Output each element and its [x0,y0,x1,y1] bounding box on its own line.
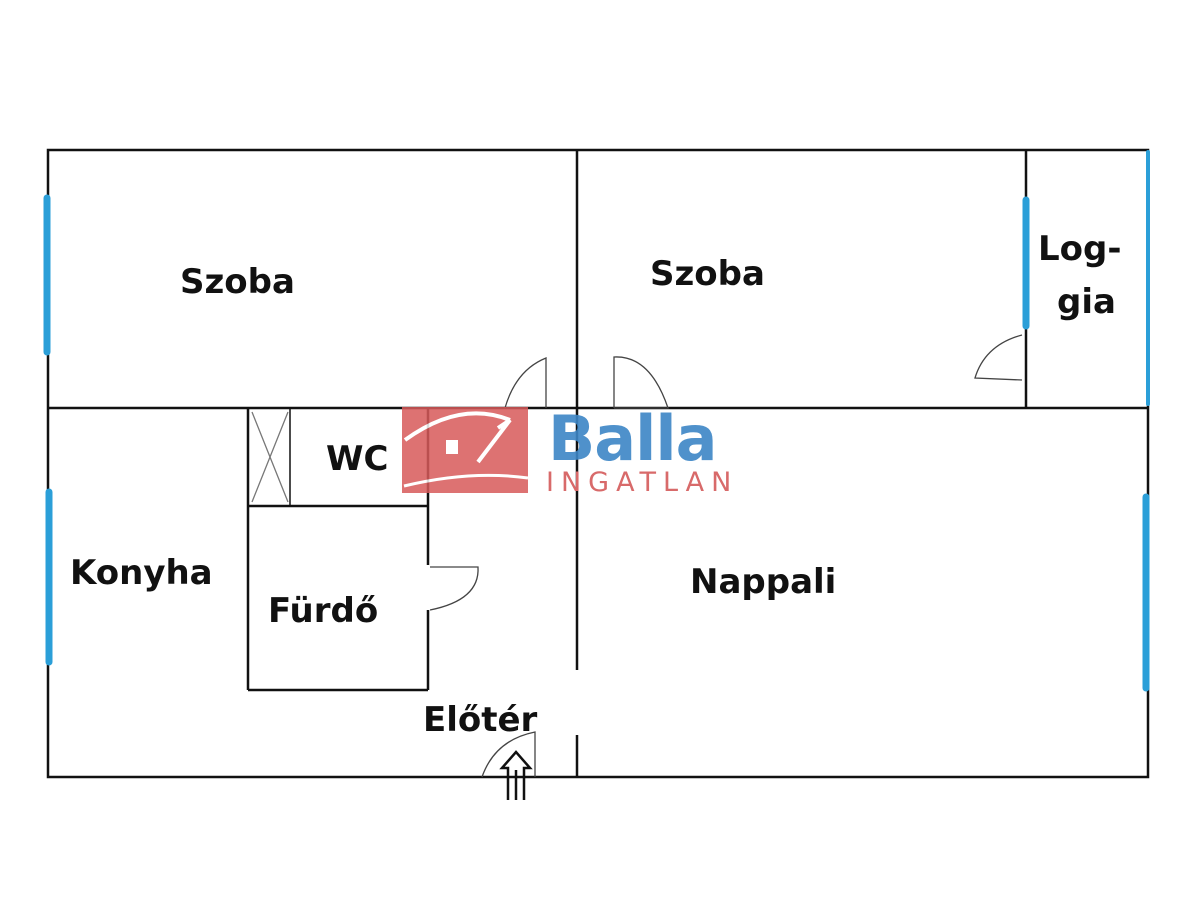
watermark-brand: Balla [548,402,717,475]
room-label-nappali: Nappali [690,562,837,602]
outer-wall [46,148,1150,779]
door-loggia [974,334,1023,381]
shaft-cross [251,411,289,503]
door-entrance [481,731,536,778]
room-label-loggia-2: gia [1057,282,1116,322]
entrance-arrow-icon [499,750,533,800]
doors [429,334,1023,778]
door-szoba-left [504,357,547,409]
door-furdo [429,566,479,611]
room-label-wc: WC [326,439,389,479]
room-label-eloter: Előtér [423,700,538,740]
windows [43,150,1150,692]
door-szoba-right [613,356,669,409]
room-label-szoba-right: Szoba [650,254,765,294]
walls [46,148,1150,779]
room-label-loggia-1: Log- [1038,229,1122,269]
watermark-sub: INGATLAN [546,467,739,498]
logo-icon [402,407,529,493]
room-label-szoba-left: Szoba [180,262,295,302]
room-label-konyha: Konyha [70,553,213,593]
room-label-furdo: Fürdő [268,591,379,631]
